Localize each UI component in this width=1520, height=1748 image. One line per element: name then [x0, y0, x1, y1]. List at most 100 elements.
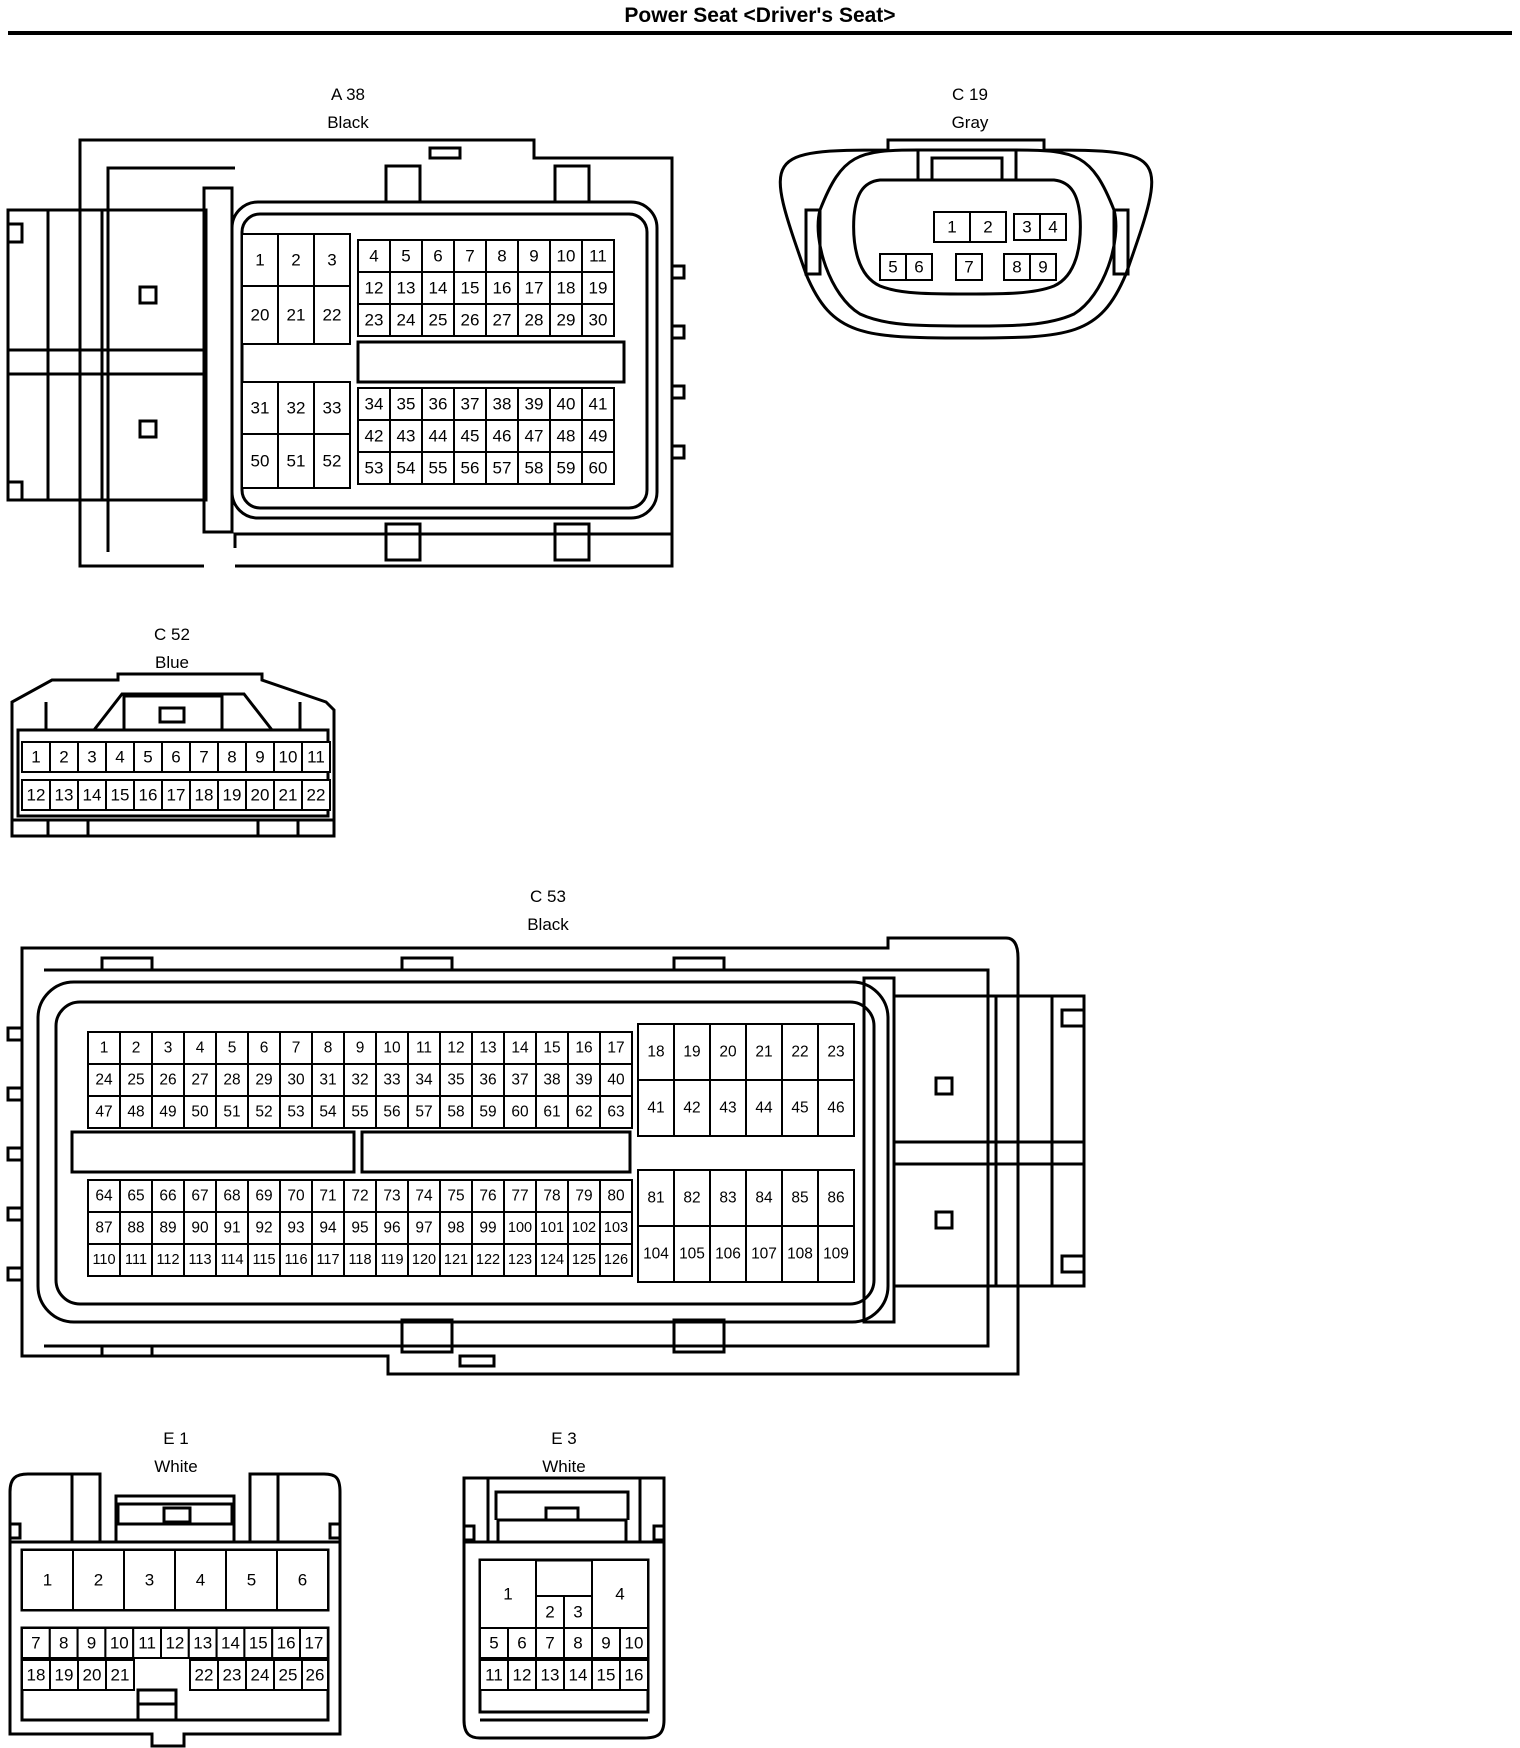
pin-number: 94	[319, 1220, 337, 1237]
pin-number: 6	[260, 1040, 269, 1057]
pin-number: 32	[351, 1072, 368, 1089]
pin-number: 56	[461, 459, 480, 478]
e1-pin-17: 17	[299, 1627, 329, 1659]
pin-number: 43	[719, 1100, 736, 1117]
pin-number: 8	[497, 247, 506, 266]
pin-number: 107	[751, 1246, 777, 1263]
c52-pin-19: 19	[217, 779, 247, 811]
c53-pin-81: 81	[637, 1169, 675, 1227]
pin-number: 34	[415, 1072, 433, 1089]
c53-pin-4: 4	[183, 1031, 217, 1065]
a38-pin-55: 55	[421, 451, 455, 485]
pin-number: 4	[196, 1571, 205, 1590]
c53-pin-112: 112	[151, 1243, 185, 1277]
c53-pin-125: 125	[567, 1243, 601, 1277]
c53-pin-9: 9	[343, 1031, 377, 1065]
e1-pin-26: 26	[301, 1659, 329, 1691]
c53-pin-50: 50	[183, 1095, 217, 1129]
pin-number: 39	[525, 395, 544, 414]
pin-number: 113	[188, 1252, 211, 1268]
pin-number: 70	[287, 1188, 305, 1205]
c53-pin-66: 66	[151, 1179, 185, 1213]
c53-pin-115: 115	[247, 1243, 281, 1277]
pin-number: 4	[196, 1040, 205, 1057]
pin-number: 17	[304, 1634, 323, 1653]
pin-number: 82	[683, 1190, 700, 1207]
pin-number: 17	[525, 279, 544, 298]
c53-pin-25: 25	[119, 1063, 153, 1097]
pin-number: 1	[100, 1040, 109, 1057]
pin-number: 62	[575, 1104, 592, 1121]
c52-pin-4: 4	[105, 741, 135, 773]
pin-number: 5	[401, 247, 410, 266]
pin-number: 1	[503, 1585, 512, 1604]
pin-number: 45	[791, 1100, 808, 1117]
c53-pin-91: 91	[215, 1211, 249, 1245]
e1-pin-20: 20	[77, 1659, 107, 1691]
c53-pin-100: 100	[503, 1211, 537, 1245]
c52-pin-5: 5	[133, 741, 163, 773]
pin-number: 90	[191, 1220, 209, 1237]
pin-number: 9	[255, 748, 264, 767]
connector-c53-code: C 53	[530, 887, 566, 906]
pin-number: 11	[589, 247, 607, 266]
a38-pin-35: 35	[389, 387, 423, 421]
c52-pin-2: 2	[49, 741, 79, 773]
e1-pin-21: 21	[105, 1659, 135, 1691]
a38-pin-5: 5	[389, 239, 423, 273]
e1-pin-14: 14	[215, 1627, 246, 1659]
pin-number: 38	[543, 1072, 560, 1089]
pin-number: 7	[199, 748, 208, 767]
c19-pin-4: 4	[1039, 213, 1067, 241]
pin-number: 26	[159, 1072, 176, 1089]
pin-number: 16	[493, 279, 512, 298]
a38-pin-3: 3	[313, 233, 351, 287]
pin-number: 41	[647, 1100, 664, 1117]
c52-pin-3: 3	[77, 741, 107, 773]
pin-number: 6	[517, 1634, 526, 1653]
pin-number: 12	[165, 1634, 184, 1653]
pin-number: 69	[255, 1188, 272, 1205]
pin-number: 117	[316, 1252, 339, 1268]
pin-number: 120	[412, 1252, 436, 1268]
pin-number: 15	[249, 1634, 268, 1653]
pin-number: 16	[625, 1666, 644, 1685]
pin-number: 35	[447, 1072, 464, 1089]
pin-number: 4	[115, 748, 124, 767]
pin-number: 126	[604, 1252, 628, 1268]
pin-number: 4	[1048, 218, 1057, 237]
e1-pin-19: 19	[49, 1659, 79, 1691]
pin-number: 33	[383, 1072, 400, 1089]
e1-pin-22: 22	[189, 1659, 219, 1691]
a38-pin-4: 4	[357, 239, 391, 273]
connector-a38-body	[6, 138, 686, 568]
a38-pin-41: 41	[581, 387, 615, 421]
pin-number: 89	[159, 1220, 176, 1237]
e1-pin-9: 9	[76, 1627, 107, 1659]
pin-number: 8	[573, 1634, 582, 1653]
pin-number: 21	[755, 1044, 772, 1061]
c53-pin-74: 74	[407, 1179, 441, 1213]
pin-number: 10	[110, 1634, 129, 1653]
a38-pin-27: 27	[485, 303, 519, 337]
a38-pin-12: 12	[357, 271, 391, 305]
pin-number: 54	[397, 459, 416, 478]
pin-number: 37	[461, 395, 480, 414]
a38-pin-20: 20	[241, 285, 279, 345]
pin-number: 21	[287, 306, 306, 325]
pin-number: 118	[348, 1252, 371, 1268]
c53-pin-1: 1	[87, 1031, 121, 1065]
connector-c19-body	[778, 138, 1154, 340]
pin-number: 48	[557, 427, 576, 446]
c53-pin-79: 79	[567, 1179, 601, 1213]
connector-c53-color: Black	[527, 915, 569, 934]
c53-pin-88: 88	[119, 1211, 153, 1245]
pin-number: 2	[94, 1571, 103, 1590]
c53-pin-77: 77	[503, 1179, 537, 1213]
c53-pin-102: 102	[567, 1211, 601, 1245]
pin-number: 63	[607, 1104, 624, 1121]
a38-pin-38: 38	[485, 387, 519, 421]
c53-pin-93: 93	[279, 1211, 313, 1245]
pin-number: 3	[145, 1571, 154, 1590]
pin-number: 7	[292, 1040, 301, 1057]
